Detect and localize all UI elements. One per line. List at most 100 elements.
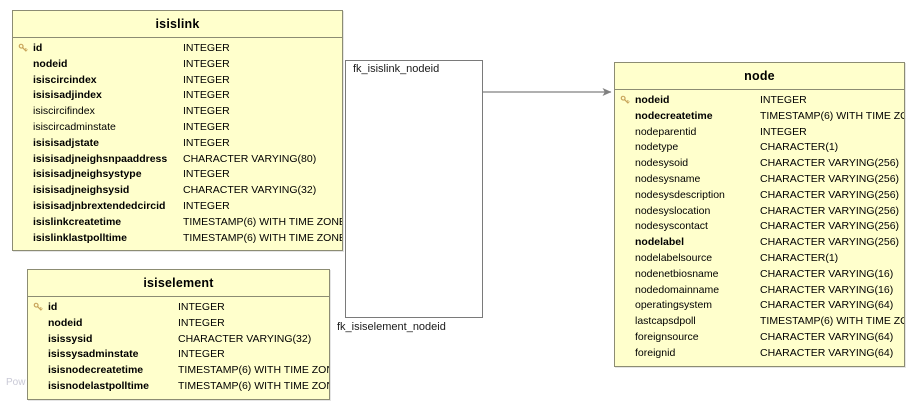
column-name: id <box>33 42 43 54</box>
primary-key-icon <box>615 95 635 106</box>
column-type: INTEGER <box>183 57 230 70</box>
column-row[interactable]: operatingsystem CHARACTER VARYING(64) <box>615 298 904 314</box>
column-type: INTEGER <box>183 199 230 212</box>
column-name: isisisadjnbrextendedcircid <box>33 199 166 212</box>
column-name: isisisadjneighsnpaaddress <box>33 152 168 165</box>
column-type: CHARACTER VARYING(16) <box>760 283 894 296</box>
column-name: nodecreatetime <box>635 109 713 122</box>
column-type: INTEGER <box>183 136 230 149</box>
column-type: TIMESTAMP(6) WITH TIME ZONE <box>178 379 329 392</box>
column-row[interactable]: isisisadjnbrextendedcircid INTEGER <box>13 199 342 215</box>
column-row[interactable]: nodedomainname CHARACTER VARYING(16) <box>615 283 904 299</box>
column-name: nodesysoid <box>635 157 689 170</box>
column-type: CHARACTER VARYING(80) <box>183 152 317 165</box>
column-type: INTEGER <box>183 120 230 133</box>
watermark: Pow <box>6 377 26 388</box>
column-type: TIMESTAMP(6) WITH TIME ZONE <box>183 215 342 228</box>
column-name: foreignid <box>635 346 676 359</box>
column-type: TIMESTAMP(6) WITH TIME ZONE <box>178 364 329 377</box>
column-type: INTEGER <box>178 316 225 329</box>
column-type: CHARACTER VARYING(64) <box>760 330 894 343</box>
column-type: INTEGER <box>183 42 230 54</box>
column-row[interactable]: nodesysdescription CHARACTER VARYING(256) <box>615 188 904 204</box>
column-row[interactable]: isislinkcreatetime TIMESTAMP(6) WITH TIME… <box>13 215 342 231</box>
relationship-label-fk_isislink_nodeid[interactable]: fk_isislink_nodeid <box>353 63 440 75</box>
column-row[interactable]: id INTEGER <box>13 41 342 57</box>
column-row[interactable]: nodeid INTEGER <box>28 316 329 332</box>
relationship-label-fk_isiselement_nodeid[interactable]: fk_isiselement_nodeid <box>337 321 446 333</box>
column-name: isisisadjneighsystype <box>33 168 142 181</box>
column-name: nodesysdescription <box>635 188 725 201</box>
column-name: nodesyscontact <box>635 220 708 233</box>
column-name: nodelabelsource <box>635 251 713 264</box>
column-row[interactable]: foreignid CHARACTER VARYING(64) <box>615 346 904 362</box>
column-type: CHARACTER VARYING(16) <box>760 267 894 280</box>
column-type: CHARACTER VARYING(32) <box>178 332 312 345</box>
column-name: nodeid <box>48 316 83 329</box>
column-row[interactable]: isisisadjneighsnpaaddress CHARACTER VARYI… <box>13 152 342 168</box>
column-name: nodetype <box>635 141 679 154</box>
column-name: nodesysname <box>635 172 701 185</box>
column-row[interactable]: isissysadminstate INTEGER <box>28 347 329 363</box>
entity-title-isislink: isislink <box>13 11 342 38</box>
column-name: isissysadminstate <box>48 348 139 361</box>
column-name: isisisadjstate <box>33 136 99 149</box>
column-name: isiscircindex <box>33 73 97 86</box>
column-type: TIMESTAMP(6) WITH TIME ZONE <box>760 109 904 122</box>
column-row[interactable]: isisnodecreatetime TIMESTAMP(6) WITH TIME… <box>28 363 329 379</box>
column-name: isislinklastpolltime <box>33 231 127 244</box>
column-row[interactable]: nodelabelsource CHARACTER(1) <box>615 251 904 267</box>
relationship-route-box <box>345 60 483 318</box>
column-row[interactable]: nodecreatetime TIMESTAMP(6) WITH TIME ZON… <box>615 109 904 125</box>
entity-title-node: node <box>615 63 904 90</box>
column-type: INTEGER <box>183 73 230 86</box>
column-row[interactable]: isiscircindex INTEGER <box>13 73 342 89</box>
column-name: nodeid <box>33 57 68 70</box>
entity-title-isiselement: isiselement <box>28 270 329 297</box>
column-name: nodedomainname <box>635 283 720 296</box>
column-type: INTEGER <box>183 168 230 181</box>
column-row[interactable]: foreignsource CHARACTER VARYING(64) <box>615 330 904 346</box>
column-type: CHARACTER VARYING(256) <box>760 172 900 185</box>
column-name: isisnodecreatetime <box>48 364 144 377</box>
primary-key-icon <box>13 43 33 54</box>
column-type: TIMESTAMP(6) WITH TIME ZONE <box>760 315 904 328</box>
column-type: INTEGER <box>178 348 225 361</box>
column-name: foreignsource <box>635 330 699 343</box>
column-row[interactable]: nodeid INTEGER <box>13 57 342 73</box>
column-row[interactable]: nodesysname CHARACTER VARYING(256) <box>615 172 904 188</box>
column-type: CHARACTER VARYING(32) <box>183 184 317 197</box>
column-type: CHARACTER VARYING(256) <box>760 188 900 201</box>
column-type: CHARACTER(1) <box>760 251 839 264</box>
column-name: operatingsystem <box>635 299 713 312</box>
column-row[interactable]: isisisadjneighsystype INTEGER <box>13 167 342 183</box>
column-type: CHARACTER VARYING(64) <box>760 346 894 359</box>
column-name: isislinkcreatetime <box>33 215 122 228</box>
column-row[interactable]: isisisadjstate INTEGER <box>13 136 342 152</box>
column-type: CHARACTER VARYING(64) <box>760 299 894 312</box>
